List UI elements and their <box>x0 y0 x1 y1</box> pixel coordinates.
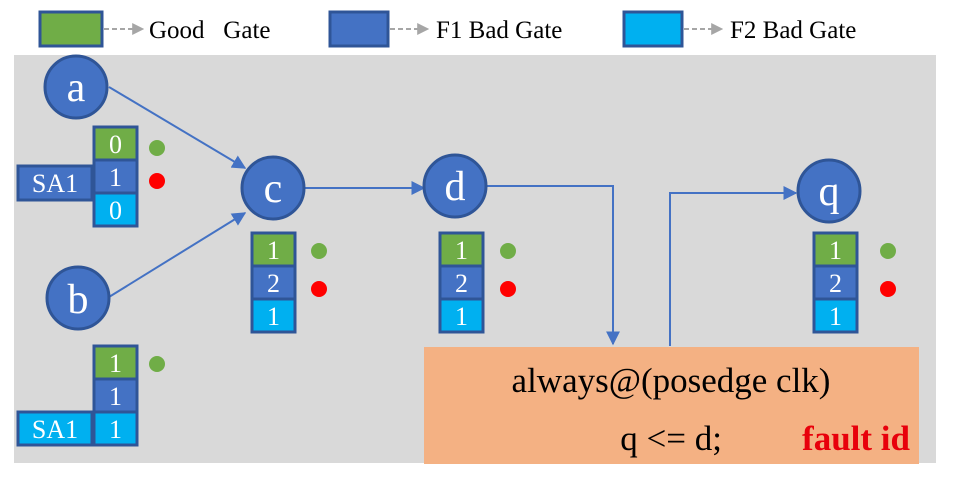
stack-a: 0 1 0 SA1 <box>16 125 165 228</box>
edge-always-q <box>669 186 798 346</box>
sa1-tag-a <box>16 164 94 202</box>
dot-d-bad <box>500 281 516 297</box>
node-d: d <box>422 153 488 219</box>
node-c: c <box>240 155 306 221</box>
edge-d-always <box>482 185 620 346</box>
stack-c-good: 1 <box>267 236 280 265</box>
stack-a-f1: 1 <box>109 163 122 192</box>
stack-b-good: 1 <box>109 349 122 378</box>
dot-a-bad <box>149 173 165 189</box>
stack-q: 1 2 1 <box>812 231 896 334</box>
stack-q-f2: 1 <box>829 302 842 331</box>
stack-q-f1: 2 <box>829 269 842 298</box>
dot-a-good <box>149 140 165 156</box>
connections <box>108 86 798 346</box>
dot-b-good <box>149 356 165 372</box>
sa1-label-a: SA1 <box>32 169 78 198</box>
legend: Good Gate F1 Bad Gate F2 Bad Gate <box>38 10 856 48</box>
node-d-label: d <box>445 164 466 210</box>
node-q-label: q <box>819 169 840 215</box>
stack-a-good: 0 <box>109 130 122 159</box>
always-block-box <box>424 347 919 464</box>
node-q: q <box>796 158 862 224</box>
node-b: b <box>45 265 111 331</box>
dot-q-good <box>880 243 896 259</box>
node-b-label: b <box>68 277 89 323</box>
stack-c: 1 2 1 <box>250 231 327 334</box>
legend-f1-swatch <box>328 10 390 48</box>
edge-b-c <box>108 212 247 298</box>
stack-d-f2: 1 <box>455 302 468 331</box>
stack-q-good: 1 <box>829 236 842 265</box>
stack-d: 1 2 1 <box>438 231 516 334</box>
stack-d-good: 1 <box>455 236 468 265</box>
stack-c-f2: 1 <box>267 302 280 331</box>
stack-d-f1: 2 <box>455 269 468 298</box>
dot-c-good <box>311 243 327 259</box>
legend-f2-label: F2 Bad Gate <box>730 17 856 44</box>
legend-f2-swatch <box>622 10 684 48</box>
stack-b-f2: 1 <box>109 415 122 444</box>
dot-d-good <box>500 243 516 259</box>
stack-b-f1: 1 <box>109 382 122 411</box>
always-block: always@(posedge clk) q <= d; fault id <box>424 347 919 464</box>
node-c-label: c <box>264 166 283 212</box>
legend-good-swatch <box>38 10 104 48</box>
stack-a-f2: 0 <box>109 196 122 225</box>
legend-f1-label: F1 Bad Gate <box>436 17 562 44</box>
node-a: a <box>43 54 109 120</box>
sa1-label-b: SA1 <box>32 415 78 444</box>
sa1-tag-b <box>16 410 94 447</box>
dot-c-bad <box>311 281 327 297</box>
fault-id-label: fault id <box>802 419 910 458</box>
stack-c-f1: 2 <box>267 269 280 298</box>
code-line-1: always@(posedge clk) <box>512 361 831 400</box>
dot-q-bad <box>880 281 896 297</box>
code-line-2: q <= d; <box>620 419 722 458</box>
edge-a-c <box>108 86 247 169</box>
node-a-label: a <box>67 65 86 111</box>
legend-good-label: Good Gate <box>149 17 271 44</box>
stack-b: 1 1 1 SA1 <box>16 344 165 447</box>
